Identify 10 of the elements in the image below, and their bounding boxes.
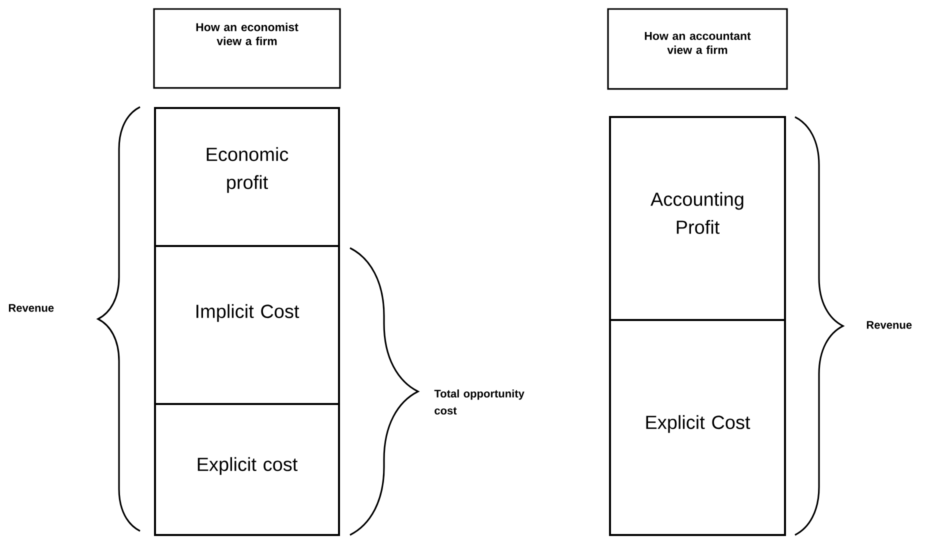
stack-box: Accounting Profit xyxy=(609,116,786,321)
header-box: How an economist view a firm xyxy=(153,8,341,89)
brace-label: Revenue xyxy=(8,304,54,312)
stack-box: Economic profit xyxy=(154,106,340,247)
brace-label: Total opportunity cost xyxy=(434,389,524,415)
stack-box: Explicit cost xyxy=(154,402,340,536)
stack-box: Explicit Cost xyxy=(609,318,786,536)
header-box: How an accountant view a firm xyxy=(607,8,788,90)
brace-label: Revenue xyxy=(866,321,912,329)
stack-box: Implicit Cost xyxy=(154,245,340,405)
